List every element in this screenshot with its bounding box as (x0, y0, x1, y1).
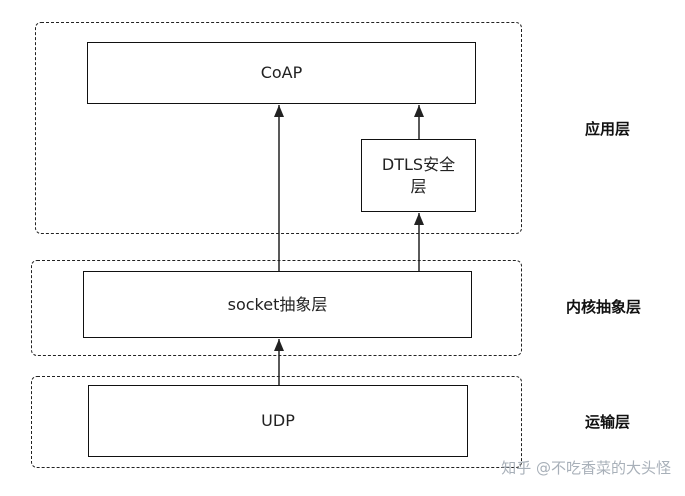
socket-box: socket抽象层 (83, 271, 472, 338)
coap-label: CoAP (260, 63, 303, 82)
watermark-text: 知乎 @不吃香菜的大头怪 (501, 459, 671, 477)
arrowhead-socket-to-dtls (414, 213, 424, 225)
udp-box: UDP (88, 385, 468, 457)
transport-layer-label: 运输层 (585, 413, 631, 431)
kernel-abstraction-layer-group (31, 260, 522, 356)
coap-box: CoAP (87, 42, 476, 104)
udp-label: UDP (261, 411, 295, 430)
dtls-label: DTLS安全层 (381, 154, 456, 196)
arrowhead-dtls-to-coap (414, 105, 424, 117)
arrowhead-socket-to-coap (274, 105, 284, 117)
dtls-box: DTLS安全层 (361, 139, 476, 212)
application-layer-label: 应用层 (585, 120, 631, 138)
socket-label: socket抽象层 (227, 294, 328, 314)
arrowhead-udp-to-socket (274, 339, 284, 351)
kernel-abstraction-layer-label: 内核抽象层 (566, 298, 642, 316)
transport-layer-group (31, 376, 522, 468)
